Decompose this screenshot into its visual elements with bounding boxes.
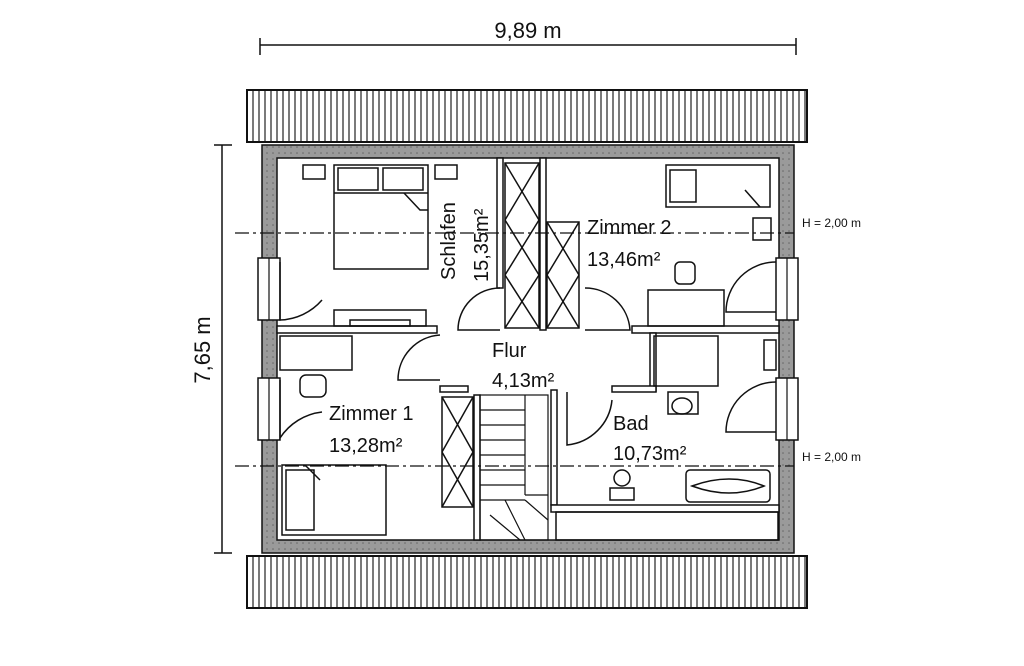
room-area-bad: 10,73m² bbox=[613, 443, 687, 465]
outer-walls bbox=[261, 144, 795, 554]
room-name-zimmer1: Zimmer 1 bbox=[329, 403, 413, 425]
room-name-zimmer2: Zimmer 2 bbox=[587, 217, 671, 239]
room-name-bad: Bad bbox=[613, 413, 649, 435]
windows bbox=[257, 257, 799, 441]
furniture bbox=[279, 164, 779, 541]
width-label: 9,89 m bbox=[494, 18, 561, 43]
staircase bbox=[479, 394, 549, 541]
room-name-flur: Flur bbox=[492, 340, 527, 362]
room-name-schlafen: Schlafen bbox=[438, 202, 460, 280]
height-dimension: 7,65 m bbox=[190, 144, 232, 554]
doors bbox=[279, 261, 777, 446]
height-markers: H = 2,00 m H = 2,00 m bbox=[235, 216, 861, 467]
room-labels: Schlafen 15,35m² Zimmer 2 13,46m² Flur 4… bbox=[329, 202, 687, 465]
width-dimension: 9,89 m bbox=[259, 18, 797, 55]
room-area-schlafen: 15,35m² bbox=[471, 208, 493, 282]
roof-bottom bbox=[246, 555, 808, 609]
height-label: 7,65 m bbox=[190, 316, 215, 383]
wardrobes bbox=[441, 162, 580, 508]
interior-walls bbox=[276, 157, 780, 541]
height-marker-lower: H = 2,00 m bbox=[802, 450, 861, 464]
roof-top bbox=[246, 89, 808, 143]
room-area-flur: 4,13m² bbox=[492, 370, 555, 392]
height-marker-upper: H = 2,00 m bbox=[802, 216, 861, 230]
room-area-zimmer2: 13,46m² bbox=[587, 249, 661, 271]
room-area-zimmer1: 13,28m² bbox=[329, 435, 403, 457]
